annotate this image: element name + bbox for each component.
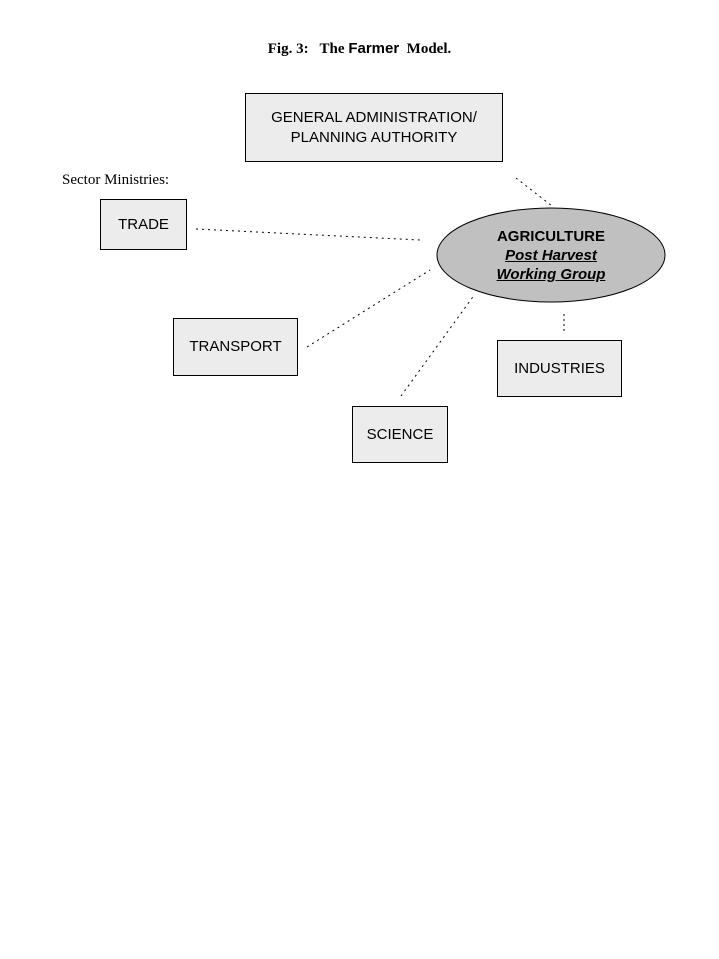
agriculture-hub-text: AGRICULTURE Post Harvest Working Group (437, 227, 665, 284)
figure-title: Fig. 3: The Farmer Model. (0, 40, 719, 58)
industries-label: INDUSTRIES (514, 359, 605, 377)
general-administration-line1: GENERAL ADMINISTRATION/ (271, 108, 477, 126)
connector-admin-hub (515, 177, 553, 207)
agriculture-hub-ellipse (436, 207, 666, 303)
figure-title-suffix: Model. (399, 41, 452, 57)
general-administration-box: GENERAL ADMINISTRATION/ PLANNING AUTHORI… (245, 93, 503, 162)
agriculture-hub-subtitle-1: Post Harvest (505, 247, 597, 264)
general-administration-line2: PLANNING AUTHORITY (290, 128, 458, 146)
science-label: SCIENCE (366, 425, 434, 443)
transport-label: TRANSPORT (189, 338, 282, 355)
agriculture-hub-title: AGRICULTURE (496, 228, 606, 245)
science-box: SCIENCE (352, 406, 448, 463)
figure-title-prefix: Fig. 3: The (267, 41, 349, 57)
figure-title-emphasis: Farmer (348, 40, 400, 57)
trade-label: TRADE (118, 215, 169, 233)
agriculture-hub-subtitle-2: Working Group (496, 266, 606, 283)
connector-transport-hub (306, 269, 431, 348)
connector-trade-hub (195, 228, 421, 241)
transport-box: TRANSPORT (173, 318, 298, 376)
trade-box: TRADE (100, 199, 187, 250)
industries-box: INDUSTRIES (497, 340, 622, 397)
connector-science-hub (400, 293, 476, 397)
sector-ministries-label: Sector Ministries: (62, 172, 170, 188)
